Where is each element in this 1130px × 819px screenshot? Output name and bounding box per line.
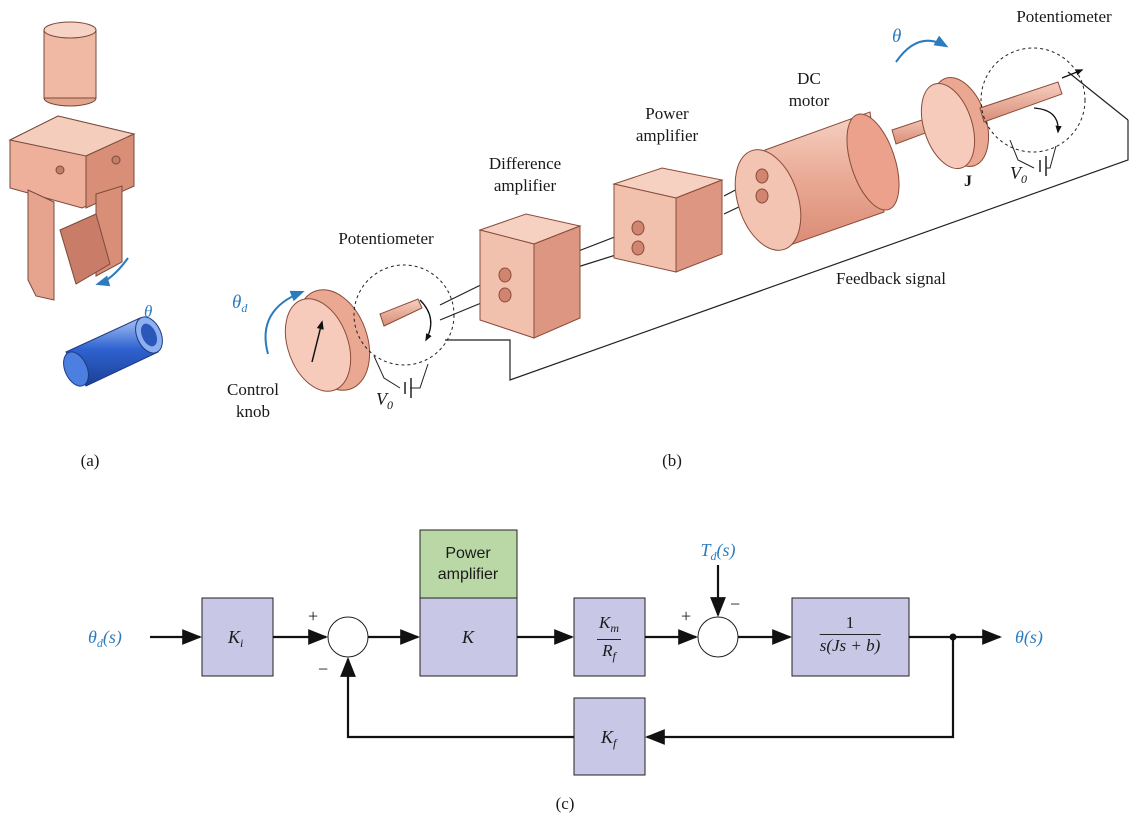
- sum1-minus-sign: −: [318, 659, 329, 679]
- theta-label-a: θ: [144, 302, 153, 321]
- control-knob: [284, 289, 423, 392]
- block-diagram: [150, 529, 1002, 776]
- caption-b: (b): [662, 451, 682, 470]
- sum2-minus-sign: −: [730, 594, 741, 614]
- km-rf-block: [573, 597, 646, 677]
- ki-block: [201, 597, 274, 677]
- power-amp-label-block: [419, 529, 518, 599]
- caption-a: (a): [80, 451, 100, 470]
- voltage-right-label: V0: [1010, 163, 1027, 186]
- voltage-left-label: V0: [376, 389, 393, 412]
- k-block: [419, 597, 518, 677]
- caption-c: (c): [555, 794, 575, 813]
- difference-amplifier-block: [478, 213, 582, 339]
- inertia-label: J: [964, 173, 972, 190]
- feedback-signal-line: [445, 120, 1129, 381]
- potentiometer-left-label: Potentiometer: [338, 229, 434, 248]
- summing-junction-2: [697, 616, 739, 658]
- feedback-signal-label: Feedback signal: [836, 269, 946, 288]
- pickoff-point: [949, 633, 957, 641]
- feedback-path-to-sum1: [340, 657, 574, 739]
- potentiometer-right: [980, 47, 1086, 153]
- sum2-plus-sign: +: [681, 606, 692, 626]
- theta-d-label: θd: [232, 292, 248, 316]
- ki-label: Ki: [228, 627, 244, 650]
- plant-block: [791, 597, 910, 677]
- disturbance-label: Td(s): [700, 540, 736, 563]
- kf-label: Kf: [601, 727, 617, 750]
- potentiometer-left: [353, 264, 455, 366]
- power-amplifier-block: [612, 167, 724, 273]
- gripper-illustration: [8, 21, 136, 301]
- potentiometer-right-label: Potentiometer: [1016, 7, 1112, 26]
- roller-cylinder: [63, 316, 163, 387]
- inertia-load: [891, 77, 1063, 169]
- theta-rotation-arrow: [95, 257, 129, 287]
- sum1-plus-sign: +: [308, 606, 319, 626]
- output-theta-label: θ(s): [1015, 627, 1043, 647]
- input-theta-d-label: θd(s): [88, 627, 122, 650]
- feedback-path-to-kf: [645, 637, 955, 745]
- k-label: K: [461, 627, 475, 647]
- dc-motor-block: [734, 111, 900, 251]
- kf-block: [573, 697, 646, 776]
- summing-junction-1: [327, 616, 369, 658]
- theta-rotation-arrow-b: [895, 35, 949, 63]
- theta-d-rotation-arrow: [264, 290, 305, 355]
- theta-label-b: θ: [892, 26, 902, 47]
